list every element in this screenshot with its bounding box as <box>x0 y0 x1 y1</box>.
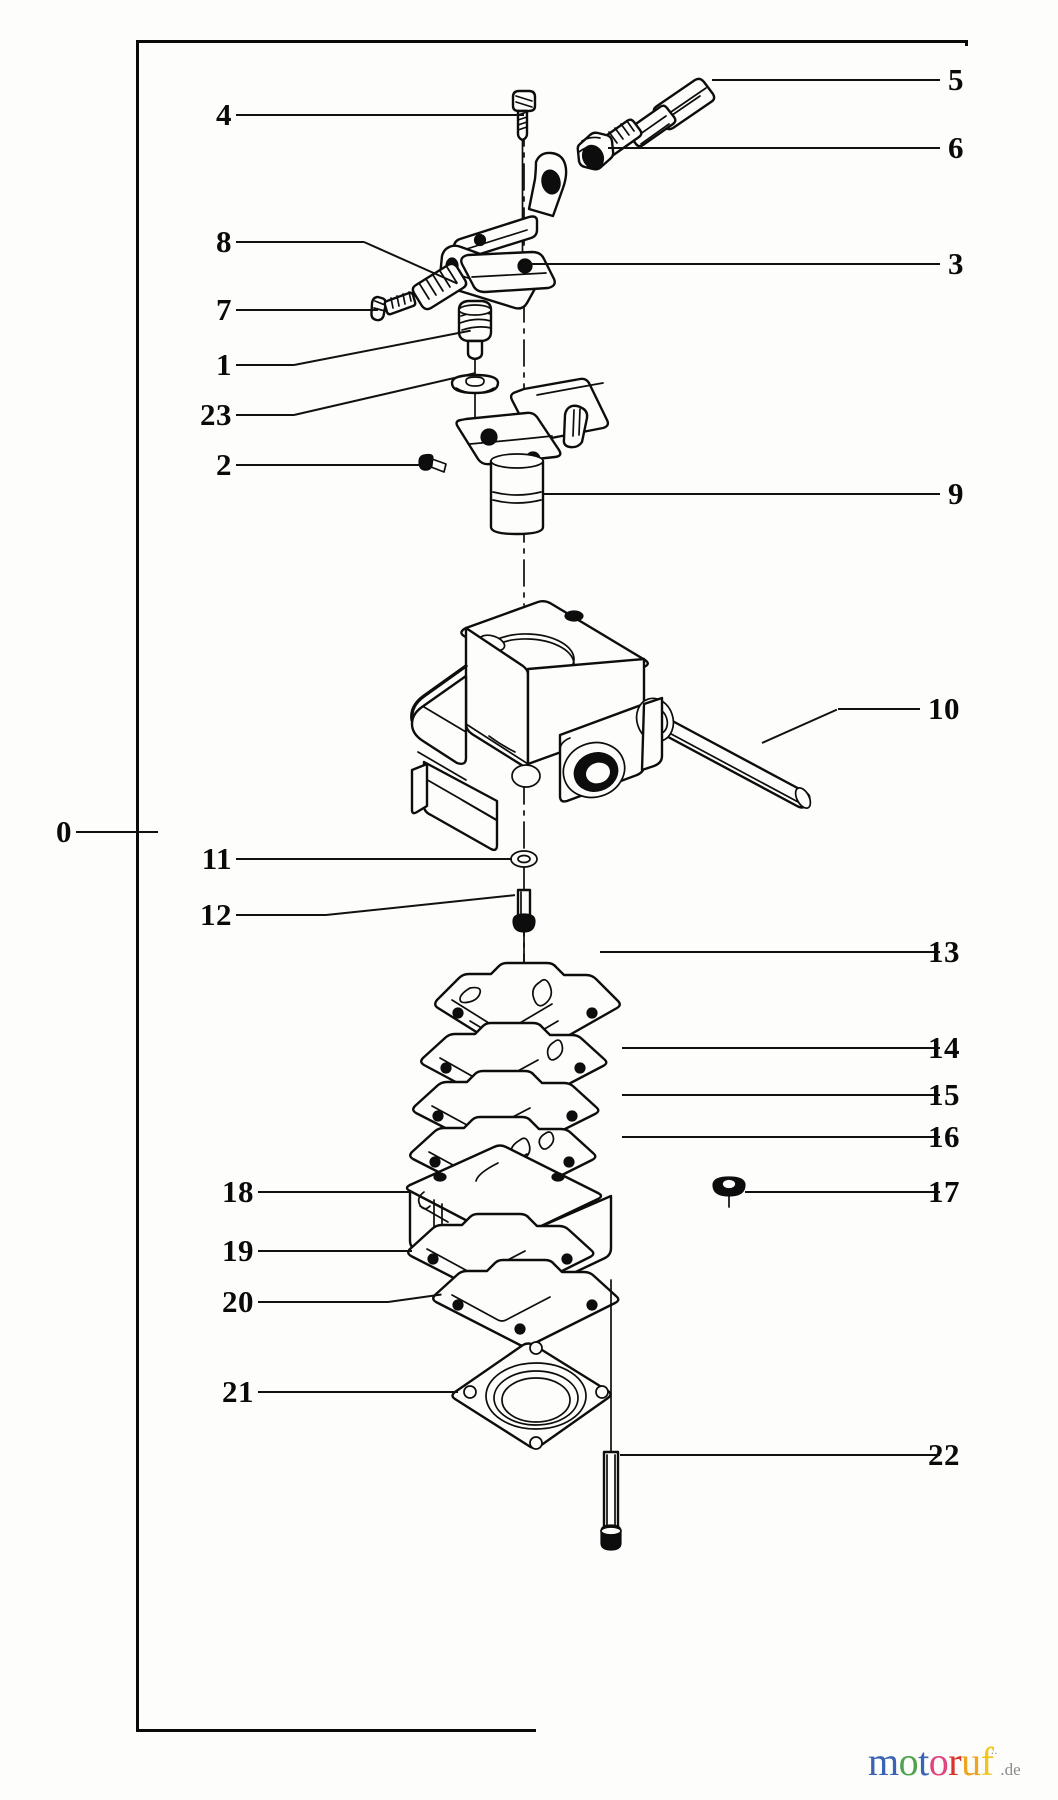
callout-3[interactable]: 3 <box>948 246 964 281</box>
part-21-mount-flange <box>451 1341 612 1450</box>
callout-12[interactable]: 12 <box>200 897 232 932</box>
part-23-washer <box>450 373 500 421</box>
logo-suffix: .de <box>1000 1760 1021 1779</box>
leader-line-9 <box>543 493 940 495</box>
leader-line-5 <box>712 79 940 81</box>
callout-15[interactable]: 15 <box>928 1077 960 1112</box>
leader-line-21 <box>258 1391 458 1393</box>
callout-23[interactable]: 23 <box>200 397 232 432</box>
callout-4[interactable]: 4 <box>216 97 232 132</box>
part-22-long-bolt <box>600 1279 622 1551</box>
leader-line-20a <box>258 1301 388 1303</box>
leader-line-15 <box>622 1094 940 1096</box>
leader-line-18 <box>258 1191 412 1193</box>
part-20-pump-diaphragm <box>432 1258 620 1348</box>
callout-11[interactable]: 11 <box>201 841 232 876</box>
callout-16[interactable]: 16 <box>928 1119 960 1154</box>
logo-letter-u: u <box>961 1739 981 1784</box>
leader-line-2a <box>236 464 426 466</box>
leader-line-11 <box>236 858 512 860</box>
part-9-choke-shaft-assembly <box>455 377 610 536</box>
part-8-spring <box>411 262 468 311</box>
callout-8[interactable]: 8 <box>216 224 232 259</box>
motoruf-logo[interactable]: motoruf··.de <box>868 1742 1021 1791</box>
leader-line-13 <box>600 951 940 953</box>
leader-line-19 <box>258 1250 412 1252</box>
leader-line-10b <box>838 708 920 710</box>
part-7-screw <box>370 291 417 322</box>
logo-letter-o2: o <box>928 1739 949 1784</box>
frame-right-border <box>965 40 968 46</box>
callout-17[interactable]: 17 <box>928 1174 960 1209</box>
leader-line-3 <box>527 263 940 265</box>
callout-6[interactable]: 6 <box>948 130 964 165</box>
callout-2[interactable]: 2 <box>216 447 232 482</box>
part-1-adjust-knob <box>457 299 493 375</box>
callout-1[interactable]: 1 <box>216 347 232 382</box>
logo-letter-o1: o <box>898 1739 919 1784</box>
leader-line-1a <box>236 364 294 366</box>
logo-dot: ·· <box>990 1746 998 1760</box>
callout-19[interactable]: 19 <box>222 1233 254 1268</box>
leader-line-12a <box>236 914 326 916</box>
logo-letter-t: t <box>918 1739 929 1784</box>
frame-left-border <box>136 40 139 1732</box>
logo-letter-f: f <box>980 1739 994 1784</box>
callout-14[interactable]: 14 <box>928 1030 960 1065</box>
part-6-nut <box>576 131 615 171</box>
frame-bottom-border <box>136 1729 536 1732</box>
callout-0[interactable]: 0 <box>56 814 72 849</box>
leader-line-4 <box>236 114 524 116</box>
leader-line-7 <box>236 309 378 311</box>
callout-13[interactable]: 13 <box>928 934 960 969</box>
part-3-throttle-lever <box>438 151 568 310</box>
callout-10[interactable]: 10 <box>928 691 960 726</box>
leader-line-8a <box>236 241 364 243</box>
callout-5[interactable]: 5 <box>948 62 964 97</box>
part-11-o-ring <box>510 850 538 868</box>
callout-22[interactable]: 22 <box>928 1437 960 1472</box>
leader-line-17 <box>745 1191 940 1193</box>
callout-20[interactable]: 20 <box>222 1284 254 1319</box>
logo-letter-r: r <box>948 1739 962 1784</box>
logo-letter-m: m <box>868 1739 899 1784</box>
part-2-screw <box>418 453 447 473</box>
leader-line-23a <box>236 414 294 416</box>
carburetor-main-body <box>410 600 675 852</box>
frame-top-border <box>136 40 968 43</box>
callout-18[interactable]: 18 <box>222 1174 254 1209</box>
leader-line-16 <box>622 1136 940 1138</box>
callout-9[interactable]: 9 <box>948 476 964 511</box>
leader-line-0 <box>76 831 158 833</box>
leader-line-22 <box>620 1454 940 1456</box>
callout-21[interactable]: 21 <box>222 1374 254 1409</box>
part-17-plug <box>712 1176 746 1208</box>
callout-7[interactable]: 7 <box>216 292 232 327</box>
leader-line-14 <box>622 1047 940 1049</box>
leader-line-6 <box>608 147 940 149</box>
